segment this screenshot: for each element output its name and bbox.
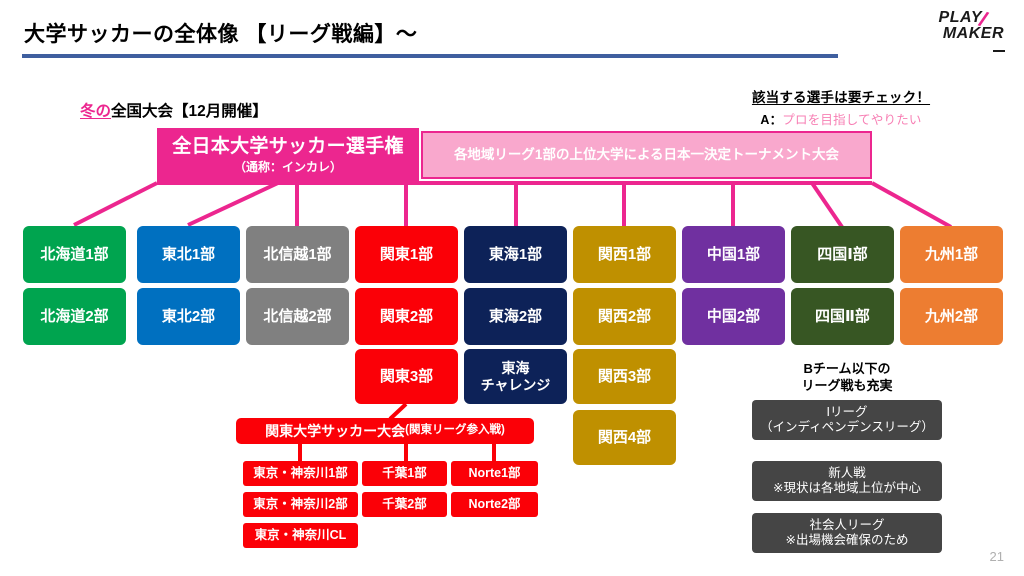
championship-description-box: 各地域リーグ1部の上位大学による日本一決定トーナメント大会 <box>421 131 872 179</box>
other-league-shakaijin: 社会人リーグ ※出場機会確保のため <box>752 513 942 553</box>
i-league-line1: Iリーグ <box>826 405 868 420</box>
shakaijin-line1: 社会人リーグ <box>809 518 885 533</box>
bteam-caption: Bチーム以下の リーグ戦も充実 <box>752 361 942 395</box>
check-note-subtext: A：プロを目指してやりたい <box>728 109 954 128</box>
other-league-shinjinsen: 新人戦 ※現状は各地域上位が中心 <box>752 461 942 501</box>
league-kansai-4: 関西4部 <box>573 410 676 465</box>
tokai-challenge-line1: 東海 <box>501 359 530 376</box>
league-hokkaido-2: 北海道2部 <box>23 288 126 345</box>
championship-subtitle: （通称：インカレ） <box>233 160 342 175</box>
tokai-challenge-line2: チャレンジ <box>480 376 551 393</box>
winter-caption-highlight: 冬の <box>80 103 112 120</box>
league-shikoku-1: 四国Ⅰ部 <box>791 226 894 283</box>
page-title: 大学サッカーの全体像 【リーグ戦編】〜 <box>24 23 418 46</box>
league-hokkaido-1: 北海道1部 <box>23 226 126 283</box>
kanto-group-norte-2: Norte2部 <box>451 492 538 517</box>
kanto-tournament-band: 関東大学サッカー大会(関東リーグ参入戦) <box>236 418 534 444</box>
kanto-group-chiba-2: 千葉2部 <box>362 492 447 517</box>
league-kanto-3: 関東3部 <box>355 349 458 404</box>
championship-box: 全日本大学サッカー選手権 （通称：インカレ） <box>157 128 419 182</box>
winter-tournament-caption: 冬の全国大会【12月開催】 <box>80 99 268 121</box>
league-chugoku-1: 中国1部 <box>682 226 785 283</box>
logo-text-play: PLAY <box>938 9 982 26</box>
check-note-heading: 該当する選手は要チェック！ <box>751 90 931 105</box>
other-league-i-league: Iリーグ （インディペンデンスリーグ） <box>752 400 942 440</box>
kanto-group-tokyo-kanagawa-1: 東京・神奈川1部 <box>243 461 358 486</box>
league-kansai-1: 関西1部 <box>573 226 676 283</box>
check-note-body: プロを目指してやりたい <box>782 113 922 127</box>
logo-underbar <box>993 50 1005 52</box>
kanto-group-tokyo-kanagawa-2: 東京・神奈川2部 <box>243 492 358 517</box>
shinjinsen-line1: 新人戦 <box>828 466 866 481</box>
league-kansai-3: 関西3部 <box>573 349 676 404</box>
league-kansai-2: 関西2部 <box>573 288 676 345</box>
page-number: 21 <box>989 549 1004 564</box>
header-divider <box>22 54 838 58</box>
kanto-group-norte-1: Norte1部 <box>451 461 538 486</box>
league-kanto-2: 関東2部 <box>355 288 458 345</box>
shinjinsen-line2: ※現状は各地域上位が中心 <box>773 481 921 495</box>
league-tokai-challenge: 東海 チャレンジ <box>464 349 567 404</box>
check-note: 該当する選手は要チェック！ A：プロを目指してやりたい <box>728 86 954 128</box>
kanto-tournament-title: 関東大学サッカー大会 <box>265 422 406 439</box>
league-kyushu-1: 九州1部 <box>900 226 1003 283</box>
league-kanto-1: 関東1部 <box>355 226 458 283</box>
kanto-group-chiba-1: 千葉1部 <box>362 461 447 486</box>
league-hokushinetsu-1: 北信越1部 <box>246 226 349 283</box>
league-tohoku-1: 東北1部 <box>137 226 240 283</box>
bteam-caption-line2: リーグ戦も充実 <box>801 377 893 393</box>
kanto-group-tokyo-kanagawa-cl: 東京・神奈川CL <box>243 523 358 548</box>
bteam-caption-line1: Bチーム以下の <box>803 361 891 376</box>
league-kyushu-2: 九州2部 <box>900 288 1003 345</box>
check-note-label: A： <box>760 113 783 127</box>
championship-title: 全日本大学サッカー選手権 <box>172 135 404 157</box>
league-chugoku-2: 中国2部 <box>682 288 785 345</box>
kanto-tournament-subtitle: (関東リーグ参入戦) <box>405 424 505 437</box>
i-league-line2: （インディペンデンスリーグ） <box>760 420 934 434</box>
playmaker-logo: PLAY MAKER <box>876 9 1006 56</box>
league-shikoku-2: 四国Ⅱ部 <box>791 288 894 345</box>
league-tokai-1: 東海1部 <box>464 226 567 283</box>
league-tokai-2: 東海2部 <box>464 288 567 345</box>
logo-text-maker: MAKER <box>942 25 1004 43</box>
shakaijin-line2: ※出場機会確保のため <box>785 533 909 547</box>
league-hokushinetsu-2: 北信越2部 <box>246 288 349 345</box>
winter-caption-rest: 全国大会【12月開催】 <box>111 103 268 120</box>
league-tohoku-2: 東北2部 <box>137 288 240 345</box>
